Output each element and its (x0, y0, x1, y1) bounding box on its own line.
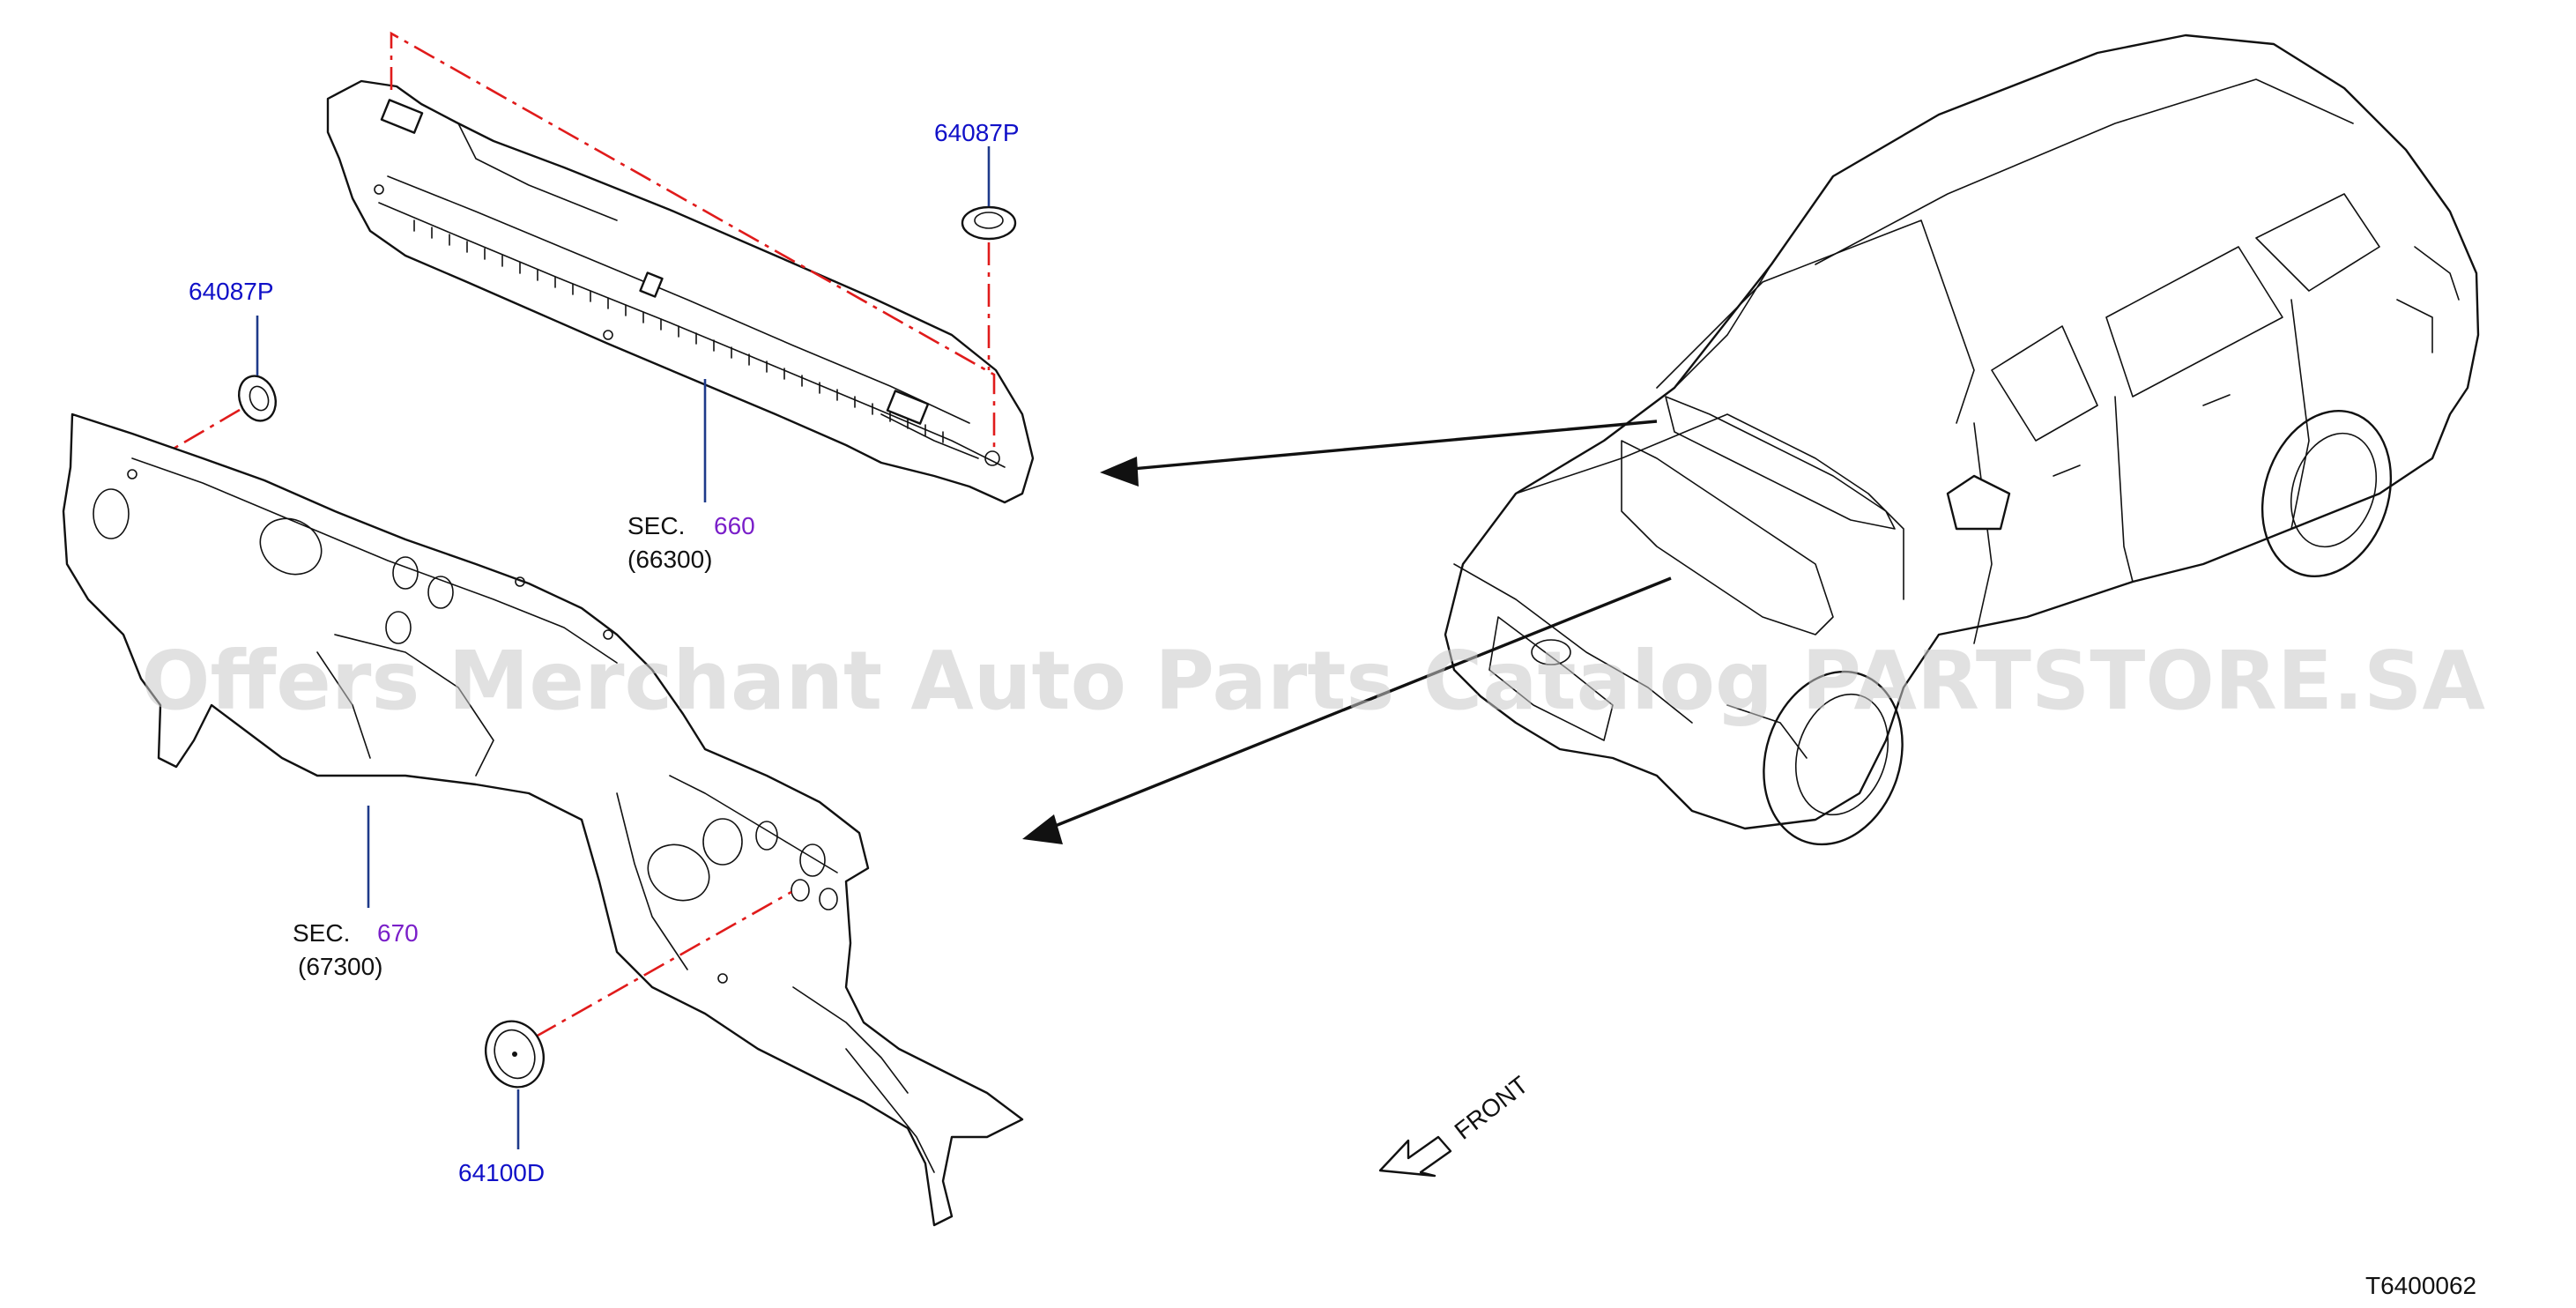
plug-bottom[interactable] (477, 1013, 553, 1095)
sec-cowl-prefix: SEC. (627, 512, 685, 539)
grommet-top[interactable] (961, 205, 1017, 241)
sec-cowl-number[interactable]: 660 (714, 512, 755, 539)
dash-panel[interactable] (62, 412, 1024, 1227)
cowl-top-panel[interactable] (326, 79, 1035, 504)
pointer-arrow-dash (1022, 576, 1672, 844)
grommet-left[interactable] (233, 371, 281, 427)
plug-link (535, 890, 792, 1038)
sec-dash-prefix: SEC. (293, 919, 350, 947)
front-label: FRONT (1450, 1071, 1533, 1145)
callout-plug[interactable]: 64100D (458, 1159, 545, 1186)
diagram-id: T6400062 (2365, 1272, 2476, 1299)
sec-dash-number[interactable]: 670 (377, 919, 419, 947)
grommet-left-link (167, 408, 241, 454)
pointer-arrow-cowl (1100, 420, 1658, 487)
watermark: Offers Merchant Auto Parts Catalog PARTS… (141, 634, 2485, 728)
sec-dash-part: (67300) (298, 953, 383, 980)
callout-grommet-top[interactable]: 64087P (934, 119, 1020, 146)
callout-grommet-left[interactable]: 64087P (189, 278, 274, 305)
sec-cowl-part: (66300) (627, 546, 713, 573)
front-direction-arrow (1378, 1135, 1452, 1178)
vehicle-outline (1444, 33, 2480, 846)
